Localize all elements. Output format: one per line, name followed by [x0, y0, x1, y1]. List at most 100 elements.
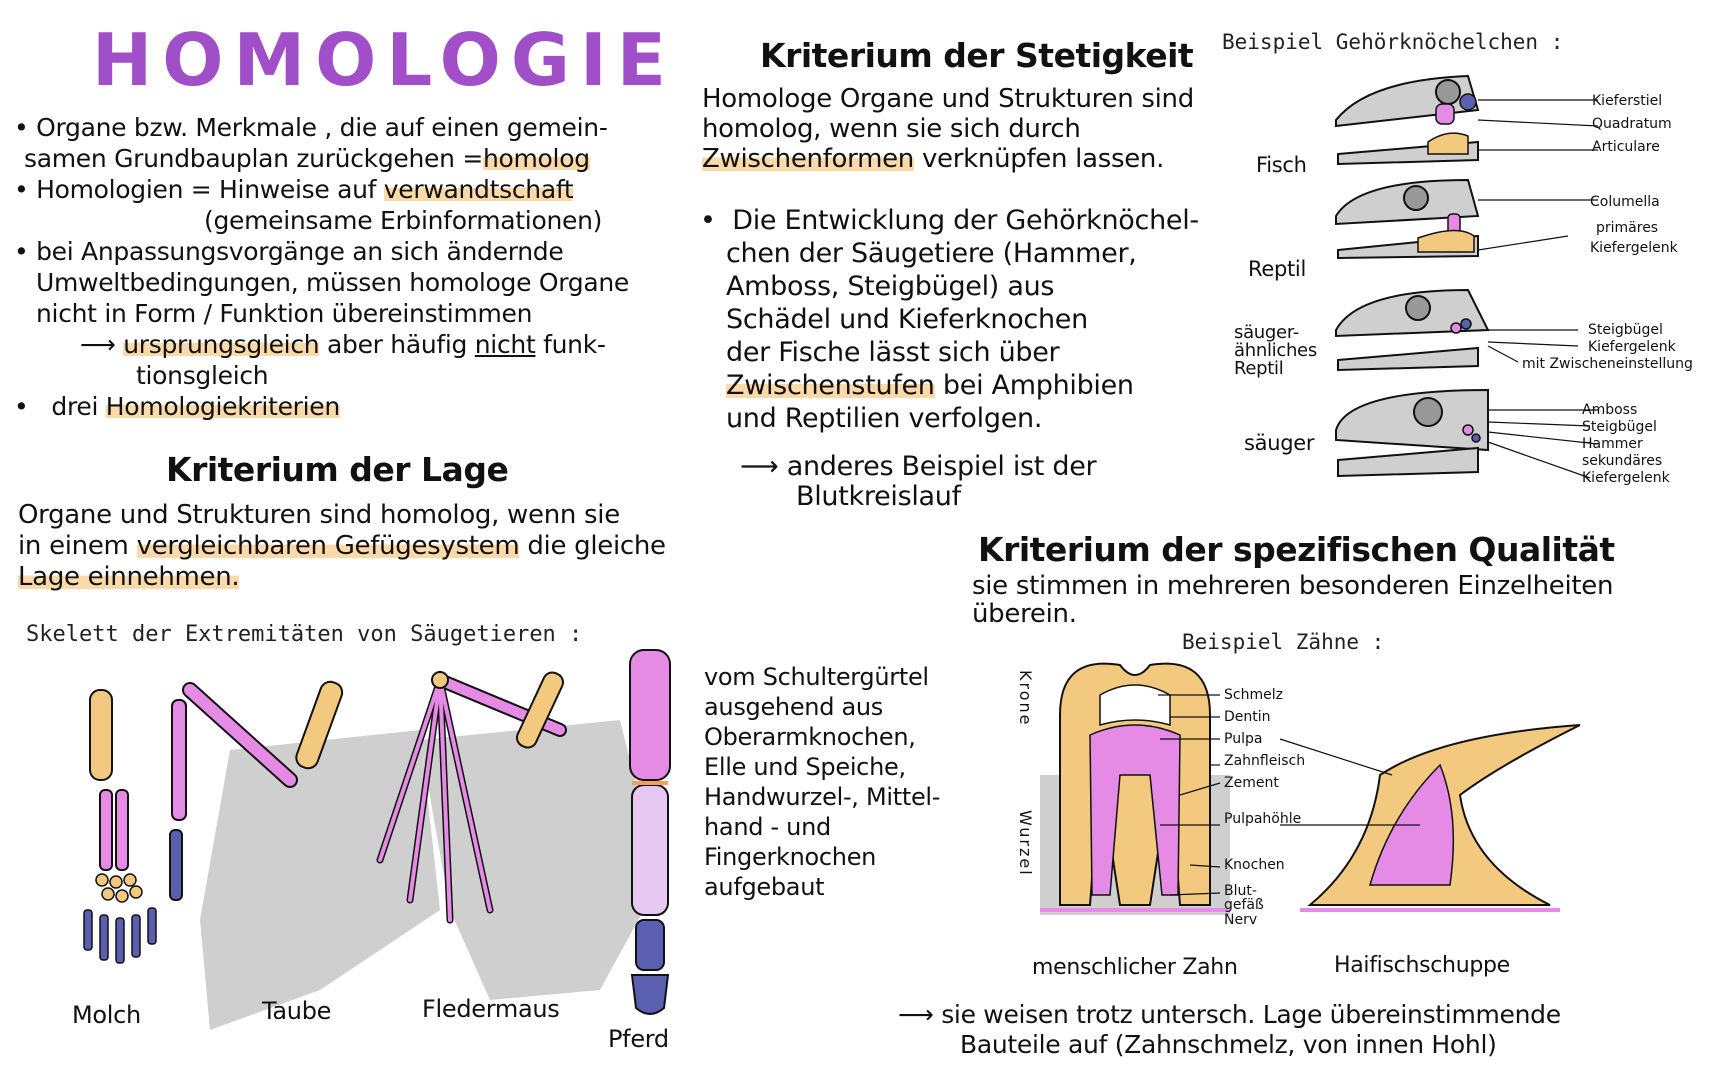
ear-label: mit Zwischeneinstellung [1522, 356, 1693, 372]
ear-label: Kiefergelenk [1582, 470, 1670, 486]
limbs-desc-line: Oberarmknochen, [704, 723, 916, 751]
label-menschlicher-zahn: menschlicher Zahn [1032, 955, 1238, 980]
highlight-ursprungsgleich: ursprungsgleich [123, 330, 320, 359]
lage-text-part: die gleiche [527, 531, 666, 561]
tooth-label: Pulpahöhle [1224, 811, 1302, 827]
highlight-zwischenformen: Zwischenformen [702, 144, 914, 174]
ear-label: Steigbügel [1588, 322, 1663, 338]
stetigkeit-heading: Kriterium der Stetigkeit [760, 36, 1194, 75]
limbs-desc-line: hand - und [704, 813, 831, 841]
tooth-label: Knochen [1224, 857, 1285, 873]
label-haifischschuppe: Haifischschuppe [1334, 953, 1510, 978]
highlight-homologiekriterien: Homologiekriterien [105, 392, 340, 421]
fledermaus-membrane [420, 720, 660, 1000]
stetigkeit-para-line: chen der Säugetiere (Hammer, [726, 238, 1137, 269]
label-fisch: Fisch [1256, 153, 1307, 177]
intro-line: Umweltbedingungen, müssen homologe Organ… [36, 268, 629, 297]
ear-label: primäres [1596, 220, 1659, 236]
highlight-homolog: homolog [482, 144, 590, 173]
lage-text-part: in einem [18, 531, 129, 561]
tooth-label: Zahnfleisch [1224, 753, 1306, 769]
tooth-label: Pulpa [1224, 731, 1263, 747]
intro-line: Organe bzw. Merkmale , die auf einen gem… [36, 113, 608, 142]
tooth-label: Schmelz [1224, 687, 1283, 703]
fledermaus-limb [376, 671, 567, 924]
lage-text: Organe und Strukturen sind homolog, wenn… [18, 500, 818, 593]
tooth-diagram [1040, 662, 1581, 915]
skull-fisch [1335, 74, 1480, 166]
limb-skeleton-diagram [83, 649, 671, 1030]
intro-line: nicht in Form / Funktion übereinstimmen [36, 299, 533, 328]
pferd-limb [629, 649, 671, 1015]
ear-label: Quadratum [1592, 116, 1672, 132]
qualitaet-line: sie stimmen in mehreren besonderen Einze… [972, 571, 1614, 601]
tooth-label: Blut- [1224, 883, 1257, 899]
intro-line: bei Anpassungsvorgänge an sich ändernde [36, 237, 564, 266]
tooth-label: gefäß [1224, 897, 1264, 913]
intro-line: samen Grundbauplan zurückgehen = [24, 144, 483, 173]
arrow-note-line: Blutkreislauf [796, 481, 961, 512]
highlight-verwandtschaft: verwandtschaft [383, 175, 574, 204]
ear-label: Steigbügel [1582, 419, 1657, 435]
skull-diagram [1335, 74, 1599, 479]
qualitaet-line: überein. [972, 599, 1077, 629]
intro-bullets: • Organe bzw. Merkmale , die auf einen g… [14, 113, 629, 421]
highlight-zwischenstufen: Zwischenstufen [726, 370, 935, 401]
label-krone: Krone [1016, 670, 1035, 727]
skull-saeuger-reptil [1335, 288, 1490, 372]
stetigkeit-paragraph: • Die Entwicklung der Gehörknöchel- chen… [700, 205, 1199, 434]
page-title: HOMOLOGIE [92, 18, 676, 102]
intro-text: aber häufig [326, 330, 468, 359]
label-reptil: Reptil [1248, 257, 1307, 281]
label-saeuger: säuger [1244, 431, 1315, 455]
ear-label: Kieferstiel [1592, 93, 1663, 109]
teeth-caption: Beispiel Zähne : [1182, 630, 1385, 654]
ear-labels-fisch: Kieferstiel Quadratum Articulare [1592, 90, 1672, 159]
stetigkeit-para-line: Die Entwicklung der Gehörknöchel- [732, 205, 1199, 236]
limbs-desc-line: Elle und Speiche, [704, 753, 906, 781]
limbs-desc-line: ausgehend aus [704, 693, 883, 721]
limbs-description: vom Schultergürtel ausgehend aus Oberarm… [704, 662, 940, 902]
stetigkeit-line: homolog, wenn sie sich durch [702, 114, 1081, 144]
tooth-label: Nerv [1224, 912, 1258, 928]
stetigkeit-text-part: verknüpfen lassen. [921, 144, 1165, 174]
intro-line: Homologien = Hinweise auf [36, 175, 377, 204]
stetigkeit-para-line: Amboss, Steigbügel) aus [726, 271, 1055, 302]
arrow-note-line: anderes Beispiel ist der [786, 451, 1097, 482]
label-molch: Molch [72, 1001, 141, 1029]
limbs-desc-line: Handwurzel-, Mittel- [704, 783, 941, 811]
taube-feathers [200, 730, 440, 1030]
saeuger-reptil-line: ähnliches [1234, 340, 1317, 361]
skull-saeuger [1335, 388, 1489, 478]
qualitaet-text: sie stimmen in mehreren besonderen Einze… [972, 572, 1613, 628]
ear-caption: Beispiel Gehörknöchelchen : [1222, 30, 1564, 54]
intro-text: funk- [543, 330, 606, 359]
arrow-icon: ⟶ [740, 451, 779, 482]
ear-label: Kiefergelenk [1588, 339, 1676, 355]
arrow-icon: ⟶ [80, 330, 116, 359]
saeuger-reptil-line: Reptil [1234, 358, 1284, 379]
ear-label: sekundäres [1582, 453, 1663, 469]
tooth-label: Dentin [1224, 709, 1271, 725]
qualitaet-heading: Kriterium der spezifischen Qualität [978, 530, 1615, 569]
ear-label: Hammer [1582, 436, 1643, 452]
tooth-label: Zement [1224, 775, 1279, 791]
qualitaet-conclusion: ⟶ sie weisen trotz untersch. Lage überei… [898, 1000, 1561, 1060]
ear-labels-saeuger-reptil: Steigbügel Kiefergelenk mit Zwischeneins… [1522, 322, 1693, 373]
label-fledermaus: Fledermaus [422, 995, 560, 1023]
limbs-desc-line: vom Schultergürtel [704, 663, 929, 691]
arrow-icon: ⟶ [898, 1000, 934, 1029]
human-tooth [1059, 662, 1211, 906]
highlight-gefuegesystem: vergleichbaren Gefügesystem [136, 531, 520, 561]
limbs-caption: Skelett der Extremitäten von Säugetieren… [26, 622, 583, 647]
limbs-desc-line: aufgebaut [704, 873, 825, 901]
stetigkeit-para-line: und Reptilien verfolgen. [726, 403, 1043, 434]
label-wurzel: Wurzel [1016, 810, 1035, 877]
label-taube: Taube [262, 997, 332, 1025]
stetigkeit-text-part: bei Amphibien [942, 370, 1134, 401]
label-pferd: Pferd [608, 1025, 669, 1053]
tooth-labels: Schmelz Dentin Pulpa Zahnfleisch Zement … [1224, 684, 1305, 928]
ear-labels-reptil: Columella primäres Kiefergelenk [1590, 192, 1678, 258]
ear-labels-saeuger: Amboss Steigbügel Hammer sekundäres Kief… [1582, 402, 1670, 487]
saeuger-reptil-line: säuger- [1234, 322, 1299, 343]
